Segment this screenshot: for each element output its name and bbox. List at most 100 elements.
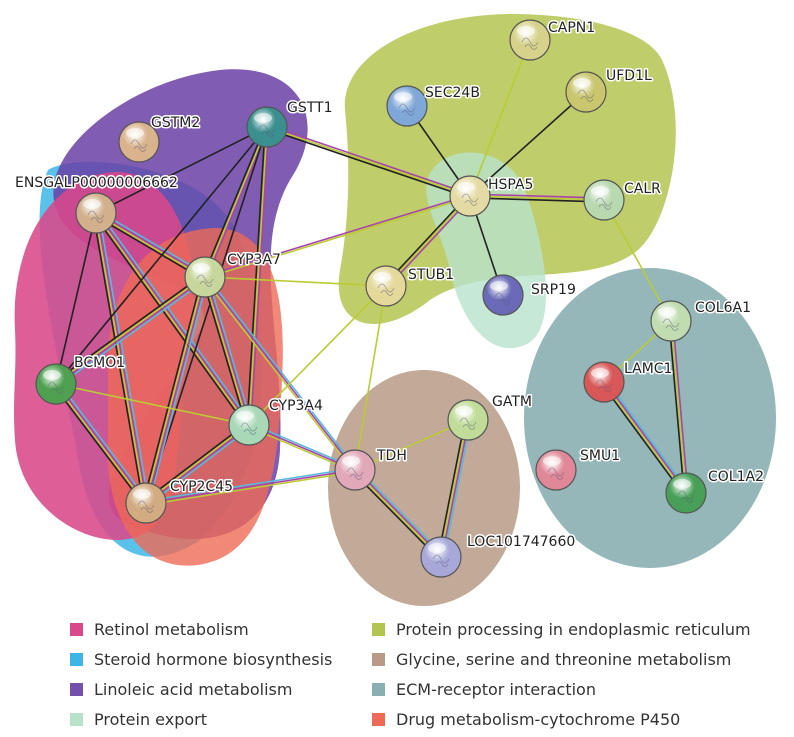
- node-stub1[interactable]: STUB1: [365, 265, 456, 307]
- node-ball[interactable]: [535, 449, 577, 491]
- legend-item: Steroid hormone biosynthesis: [70, 648, 332, 670]
- node-ufd1l[interactable]: UFD1L: [565, 67, 653, 113]
- node-highlight: [490, 281, 508, 291]
- edge-strand: [604, 380, 688, 493]
- edge-ufd1l-hspa5: [469, 91, 587, 197]
- edge-gstt1-hspa5: [266, 124, 471, 199]
- node-ball[interactable]: [365, 265, 407, 307]
- node-highlight: [457, 182, 475, 192]
- edge-strand: [443, 420, 472, 558]
- node-ball[interactable]: [583, 179, 625, 221]
- structure-icon: [240, 422, 258, 435]
- structure-icon: [547, 467, 565, 480]
- node-ball[interactable]: [665, 472, 707, 514]
- edge-strand: [605, 379, 689, 492]
- node-ball[interactable]: [583, 361, 625, 403]
- node-ball[interactable]: [125, 482, 167, 524]
- legend-swatch: [372, 712, 385, 726]
- node-ensgalp00000006662[interactable]: ENSGALP00000006662: [14, 174, 179, 234]
- legend-swatch: [372, 682, 385, 696]
- node-ball[interactable]: [228, 404, 270, 446]
- node-ball[interactable]: [386, 85, 428, 127]
- node-cyp3a4[interactable]: CYP3A4: [228, 397, 325, 446]
- edge-strand: [146, 471, 356, 506]
- legend-item: Protein processing in endoplasmic reticu…: [372, 618, 751, 640]
- edge-strand: [203, 277, 249, 426]
- node-col1a2[interactable]: COL1A2: [665, 468, 766, 514]
- node-gstt1[interactable]: GSTT1: [246, 99, 334, 148]
- edge-strand: [96, 212, 148, 503]
- node-highlight: [373, 272, 391, 282]
- node-ball[interactable]: [420, 536, 462, 578]
- node-cyp2c45[interactable]: CYP2C45: [125, 478, 235, 524]
- node-gstm2[interactable]: GSTM2: [118, 114, 202, 163]
- edge-strand: [248, 285, 387, 426]
- edge-strand: [92, 213, 144, 504]
- node-ball[interactable]: [447, 399, 489, 441]
- legend-item: Linoleic acid metabolism: [70, 678, 292, 700]
- legend-swatch: [70, 622, 83, 636]
- edge-strand: [54, 384, 146, 505]
- node-ball[interactable]: [334, 449, 376, 491]
- node-ball[interactable]: [650, 300, 692, 342]
- node-highlight: [673, 479, 691, 489]
- edge-lamc1-col1a2: [601, 379, 689, 496]
- edge-gstt1-cyp2c45: [145, 126, 268, 504]
- edge-strand: [144, 276, 205, 503]
- node-ball[interactable]: [246, 106, 288, 148]
- node-ball[interactable]: [509, 19, 551, 61]
- node-label: LOC101747660: [467, 534, 575, 550]
- node-tdh[interactable]: TDH: [334, 447, 408, 491]
- node-ball[interactable]: [565, 71, 607, 113]
- node-label: LAMC1: [624, 361, 672, 377]
- legend-swatch: [372, 622, 385, 636]
- edge-ensgalp00000006662-gstt1: [95, 126, 268, 214]
- legend-item: Glycine, serine and threonine metabolism: [372, 648, 731, 670]
- node-label: SRP19: [531, 282, 576, 298]
- node-highlight: [254, 113, 272, 123]
- structure-icon: [459, 417, 477, 430]
- structure-icon: [521, 37, 539, 50]
- node-cyp3a7[interactable]: CYP3A7: [184, 251, 282, 298]
- node-bcmo1[interactable]: BCMO1: [35, 354, 127, 405]
- node-srp19[interactable]: SRP19: [482, 274, 577, 316]
- structure-icon: [258, 124, 276, 137]
- legend-label: Protein processing in endoplasmic reticu…: [396, 619, 751, 639]
- node-highlight: [517, 26, 535, 36]
- node-highlight: [236, 411, 254, 421]
- edge-strand: [354, 285, 387, 471]
- node-gatm[interactable]: GATM: [447, 393, 533, 441]
- node-ball[interactable]: [184, 256, 226, 298]
- cluster-ecm: [524, 268, 776, 568]
- edge-col6a1-col1a2: [668, 320, 689, 494]
- structure-icon: [87, 210, 105, 223]
- node-ball[interactable]: [449, 175, 491, 217]
- edge-strand: [469, 195, 605, 201]
- structure-icon: [677, 490, 695, 503]
- node-calr[interactable]: CALR: [583, 179, 663, 221]
- edge-ensgalp00000006662-cyp3a4: [93, 210, 252, 428]
- edge-strand: [202, 277, 355, 472]
- node-sec24b[interactable]: SEC24B: [386, 84, 481, 127]
- node-ball[interactable]: [482, 274, 524, 316]
- node-loc101747660[interactable]: LOC101747660: [420, 533, 577, 578]
- edge-strand: [55, 212, 97, 385]
- node-hspa5[interactable]: HSPA5: [449, 175, 535, 217]
- edge-strand: [246, 126, 266, 425]
- node-col6a1[interactable]: COL6A1: [650, 299, 753, 342]
- node-lamc1[interactable]: LAMC1: [583, 360, 674, 403]
- node-ball[interactable]: [75, 192, 117, 234]
- edge-strand: [145, 469, 356, 504]
- edge-cyp3a7-hspa5: [204, 194, 471, 279]
- edge-cyp2c45-tdh: [145, 467, 356, 506]
- edge-strand: [386, 196, 472, 288]
- node-label: SEC24B: [425, 85, 480, 101]
- node-ball[interactable]: [35, 363, 77, 405]
- node-label: CYP3A4: [269, 398, 323, 414]
- legend-label: ECM-receptor interaction: [396, 679, 596, 699]
- node-capn1[interactable]: CAPN1: [509, 19, 597, 61]
- node-label: TDH: [376, 448, 407, 464]
- node-label: COL1A2: [708, 469, 764, 485]
- edge-strand: [145, 467, 355, 502]
- node-smu1[interactable]: SMU1: [535, 447, 622, 491]
